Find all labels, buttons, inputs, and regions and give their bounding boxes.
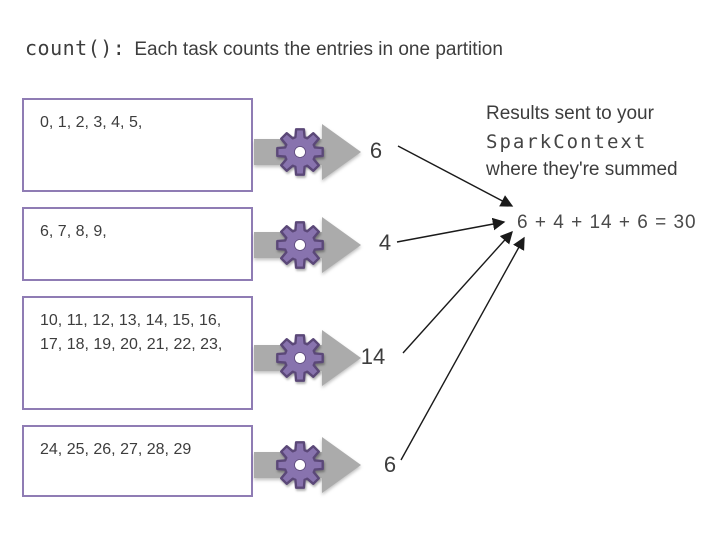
partition-values: 6, 7, 8, 9, (40, 223, 107, 240)
slide-title: count(): Each task counts the entries in … (25, 36, 503, 61)
gear-icon (276, 221, 324, 269)
partition-values: 10, 11, 12, 13, 14, 15, 16, 17, 18, 19, … (40, 312, 223, 353)
task-process-1 (254, 123, 364, 181)
partition-box-2: 6, 7, 8, 9, (22, 207, 253, 281)
title-text: Each task counts the entries in one part… (134, 39, 503, 60)
results-note-line1: Results sent to your (486, 103, 654, 124)
connector-arrow-2 (396, 217, 506, 243)
partition-box-4: 24, 25, 26, 27, 28, 29 (22, 425, 253, 497)
partition-box-1: 0, 1, 2, 3, 4, 5, (22, 98, 253, 192)
partition-count-1: 6 (369, 138, 383, 163)
title-code: count(): (25, 36, 126, 60)
results-note-line3: where they're summed (486, 159, 678, 180)
gear-icon (276, 128, 324, 176)
gear-icon (276, 334, 324, 382)
partition-count-4: 6 (383, 452, 397, 477)
sum-equation: 6 + 4 + 14 + 6 = 30 (517, 212, 697, 233)
partition-count-2: 4 (378, 230, 392, 255)
task-process-4 (254, 436, 364, 494)
partition-values: 24, 25, 26, 27, 28, 29 (40, 441, 192, 458)
results-note: Results sent to your SparkContext where … (486, 100, 678, 184)
connector-arrow-3 (402, 230, 513, 354)
partition-box-3: 10, 11, 12, 13, 14, 15, 16, 17, 18, 19, … (22, 296, 253, 410)
task-process-2 (254, 216, 364, 274)
connector-arrow-4 (400, 236, 525, 461)
partition-count-3: 14 (360, 344, 386, 369)
gear-icon (276, 441, 324, 489)
sparkcontext-code: SparkContext (486, 131, 648, 153)
partition-values: 0, 1, 2, 3, 4, 5, (40, 114, 143, 131)
task-process-3 (254, 329, 364, 387)
